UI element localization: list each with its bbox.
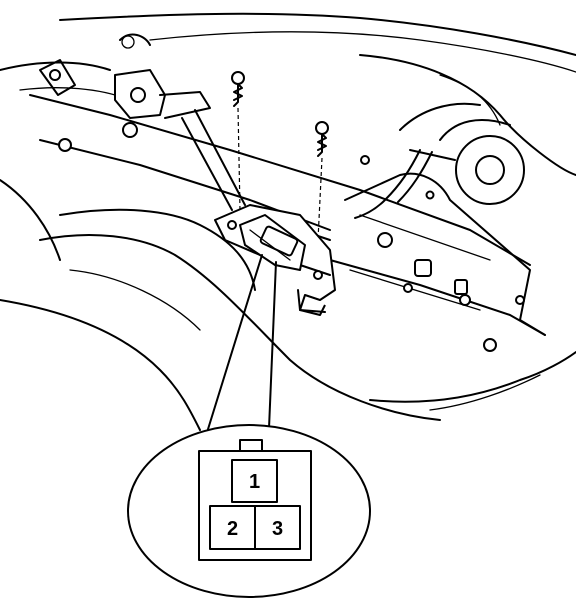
connector-detail-bubble: 1 2 3 bbox=[127, 424, 371, 598]
rail-bolt-icon bbox=[414, 259, 432, 277]
rail-hole-icon bbox=[58, 138, 72, 152]
connector-pin-3-cavity bbox=[254, 505, 301, 550]
connector-latch bbox=[239, 439, 263, 452]
zoom-leader bbox=[199, 254, 277, 456]
pin-1-label: 1 bbox=[249, 471, 260, 493]
rail-hole-icon bbox=[515, 295, 525, 305]
body-panel bbox=[0, 12, 576, 431]
rail-hole-icon bbox=[377, 232, 393, 248]
mounting-screw-left bbox=[231, 71, 245, 107]
rail-holes bbox=[58, 122, 525, 352]
pin-2-label: 2 bbox=[227, 518, 238, 540]
switch-bracket bbox=[214, 204, 336, 316]
rail-hole-icon bbox=[403, 283, 413, 293]
rail-hole-icon bbox=[122, 122, 138, 138]
connector-pin-1-cavity bbox=[231, 459, 278, 503]
lid-hinge bbox=[39, 33, 246, 211]
rail-hole-icon bbox=[483, 338, 497, 352]
mounting-screw-right bbox=[315, 121, 329, 157]
hinge-assembly bbox=[354, 102, 525, 219]
pin-3-label: 3 bbox=[272, 518, 283, 540]
screw-alignment-line bbox=[237, 107, 241, 211]
rail-bolt-icon bbox=[454, 279, 468, 295]
rail-hole-icon bbox=[360, 155, 370, 165]
rail-hole-icon bbox=[459, 294, 471, 306]
rail-hole-icon bbox=[425, 190, 435, 200]
